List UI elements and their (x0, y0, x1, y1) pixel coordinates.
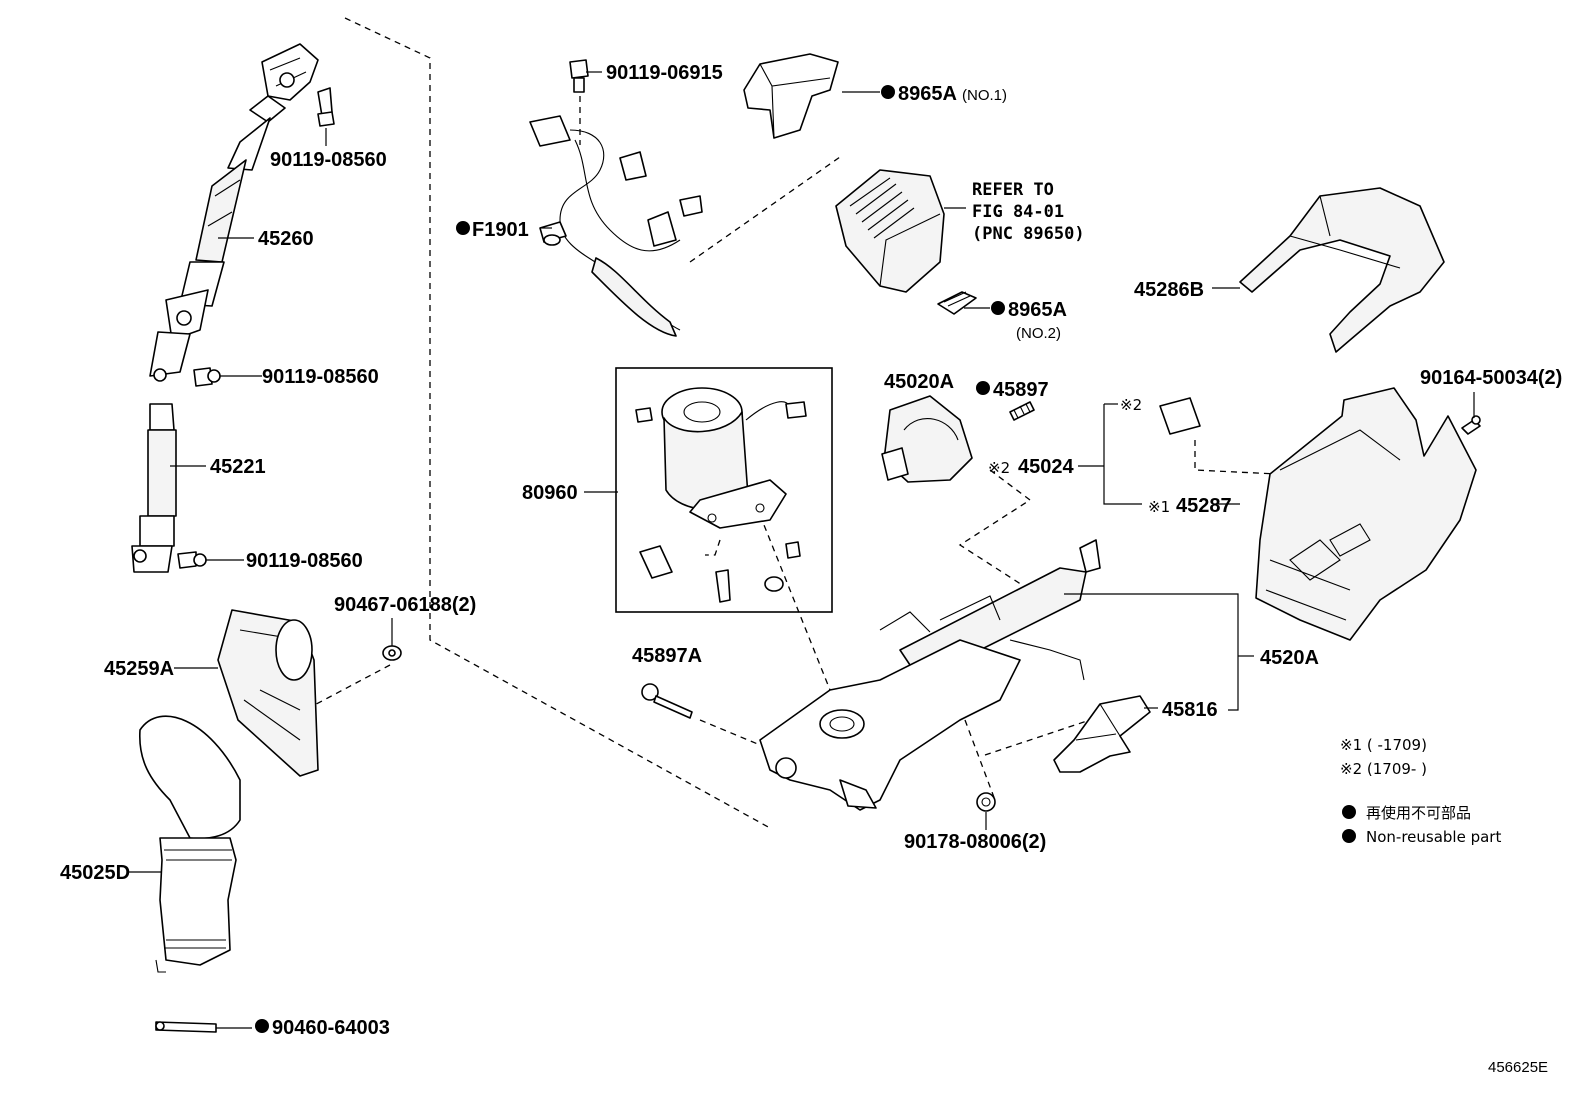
marker-8965A-no2 (991, 301, 1005, 315)
refer-line-3: (PNC 89650) (972, 224, 1085, 244)
legend-dot-2 (1342, 829, 1356, 843)
bolt-90119-08560-c (177, 551, 207, 569)
legend-nonreusable-en: Non-reusable part (1366, 828, 1501, 846)
label-8965A-no1: 8965A (898, 83, 957, 105)
label-F1901: F1901 (472, 219, 529, 241)
marker-8965A-no1 (881, 85, 895, 99)
lock-45020A (881, 395, 973, 483)
non-reusable-markers (255, 85, 1356, 1033)
label-45024: 45024 (1018, 456, 1074, 478)
legend-dot-1 (1342, 805, 1356, 819)
label-45897: 45897 (993, 379, 1049, 401)
legend-nonreusable-jp: 再使用不可部品 (1366, 804, 1471, 822)
boot-45025D (139, 715, 241, 973)
label-45816: 45816 (1162, 699, 1218, 721)
label-45259A: 45259A (104, 658, 174, 680)
bracket-8965A-no1 (743, 53, 839, 139)
diagram-code: 456625E (1488, 1059, 1548, 1076)
label-8965A-no2-note: (NO.2) (1016, 325, 1061, 342)
label-90460-64003: 90460-64003 (272, 1017, 390, 1039)
marker-F1901 (456, 221, 470, 235)
mark-1-a: ※1 (1148, 498, 1170, 516)
bolt-45897 (1009, 401, 1035, 421)
label-90119-06915: 90119-06915 (606, 62, 723, 84)
label-90467-06188: 90467-06188(2) (334, 594, 476, 616)
label-45287: 45287 (1176, 495, 1232, 517)
label-45260: 45260 (258, 228, 314, 250)
legend-note-1: ※1 ( -1709) (1340, 736, 1427, 754)
label-8965A-no2: 8965A (1008, 299, 1067, 321)
legend: ※1 ( -1709) ※2 (1709- ) 再使用不可部品 Non-reus… (1340, 736, 1501, 846)
bolt-45897A (641, 683, 693, 719)
lower-shaft-45221 (131, 403, 177, 573)
label-45020A: 45020A (884, 371, 954, 393)
nut-90178-08006 (976, 792, 996, 812)
label-8965A-no1-note: (NO.1) (962, 87, 1007, 104)
label-45286B: 45286B (1134, 279, 1204, 301)
cover-45259A (217, 609, 319, 777)
wire-harness-F1901 (529, 115, 703, 337)
legend-note-2: ※2 (1709- ) (1340, 760, 1427, 778)
label-90164-50034: 90164-50034(2) (1420, 367, 1562, 389)
intermediate-shaft-45260 (149, 43, 319, 382)
label-4520A: 4520A (1260, 647, 1319, 669)
label-45897A: 45897A (632, 645, 702, 667)
bracket-8965A-no2 (937, 291, 977, 315)
screw-90164-50034 (1461, 415, 1481, 435)
label-45221: 45221 (210, 456, 266, 478)
steering-column-4520A (759, 539, 1101, 811)
label-80960: 80960 (522, 482, 578, 504)
mark-2-b: ※2 (988, 459, 1010, 477)
bolt-90119-08560-a (317, 87, 335, 127)
refer-line-2: FIG 84-01 (972, 202, 1064, 222)
clip-90467-06188 (382, 645, 402, 661)
leader-lines (128, 71, 1475, 1029)
lower-cover-45287 (1255, 387, 1477, 641)
label-45024 (1159, 397, 1201, 435)
mark-2-a: ※2 (1120, 396, 1142, 414)
label-90178-08006: 90178-08006(2) (904, 831, 1046, 853)
marker-90460-64003 (255, 1019, 269, 1033)
bracket-45816 (1053, 695, 1151, 773)
bolt-90119-08560-b (193, 367, 221, 387)
label-90119-08560-b: 90119-08560 (262, 366, 379, 388)
motor-80960 (635, 387, 807, 603)
marker-45897 (976, 381, 990, 395)
motor-assembly-box (615, 367, 833, 613)
module-89650 (835, 169, 945, 293)
part-labels: 90119-06915 8965A (NO.1) 90119-08560 452… (60, 62, 1562, 1039)
label-90119-08560-a: 90119-08560 (270, 149, 387, 171)
label-90119-08560-c: 90119-08560 (246, 550, 363, 572)
label-45025D: 45025D (60, 862, 130, 884)
bolt-90119-06915 (569, 59, 589, 93)
upper-cover-45286B (1239, 187, 1445, 353)
refer-line-1: REFER TO (972, 180, 1054, 200)
clamp-90460-64003 (155, 1021, 217, 1033)
